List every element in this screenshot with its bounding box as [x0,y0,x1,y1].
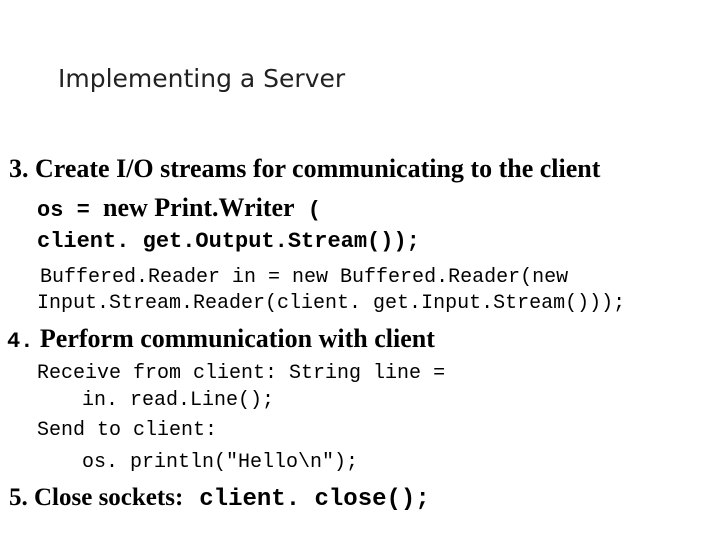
send-line-2: os. println("Hello\n"); [82,451,359,474]
step4-heading: 4. Perform communication with client [7,324,435,354]
step5-line: 5. Close sockets: client. close(); [9,484,430,513]
printwriter-keyword: new Print.Writer [103,193,295,222]
buffered-reader-line-1: Buffered.Reader in = new Buffered.Reader… [40,266,569,289]
receive-line-2: in. read.Line(); [82,389,275,412]
step5-heading: 5. Close sockets: [9,484,184,511]
step3-heading: 3. Create I/O streams for communicating … [9,154,601,183]
buffered-reader-line-2: Input.Stream.Reader(client. get.Input.St… [37,292,626,315]
receive-line-1: Receive from client: String line = [37,362,446,385]
slide-title: Implementing a Server [58,64,346,93]
step4-number: 4. [7,329,34,354]
output-stream-line: client. get.Output.Stream()); [37,229,420,254]
step4-heading-text: Perform communication with client [33,324,435,353]
os-prefix: os = [37,198,104,223]
os-assignment-line: os = new Print.Writer ( [37,193,321,223]
open-paren: ( [294,198,321,223]
send-line-1: Send to client: [37,419,218,442]
close-call-code: client. close(); [199,486,430,513]
